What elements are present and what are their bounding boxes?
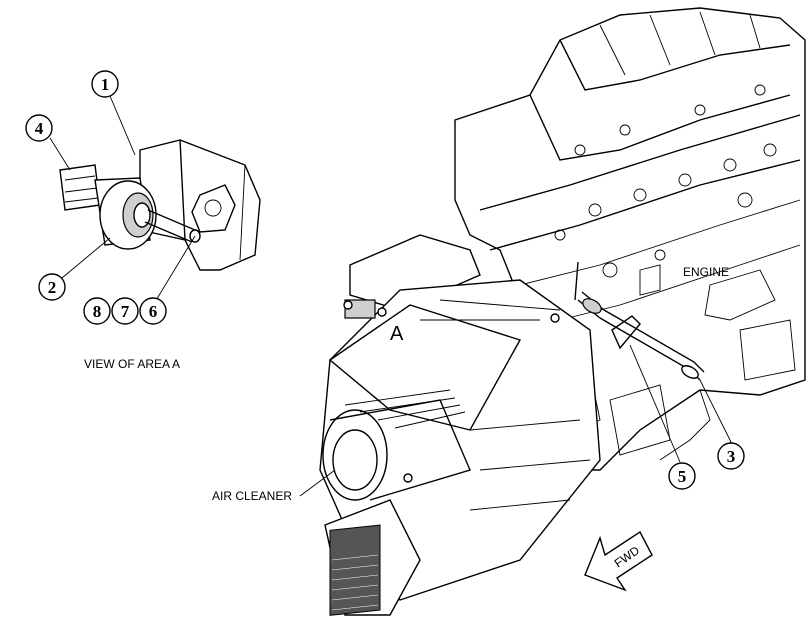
- callout-3: 3: [717, 442, 745, 470]
- svg-text:2: 2: [48, 278, 57, 297]
- sensor-and-clip: [574, 261, 705, 381]
- svg-text:3: 3: [727, 447, 736, 466]
- callout-7: 7: [111, 297, 139, 325]
- fwd-arrow: FWD: [584, 530, 653, 592]
- svg-text:8: 8: [93, 302, 102, 321]
- air-cleaner-label: AIR CLEANER: [212, 489, 292, 503]
- area-marker: A: [390, 323, 404, 345]
- svg-text:5: 5: [678, 467, 687, 486]
- callout-8: 8: [83, 297, 111, 325]
- callout-1: 1: [91, 70, 119, 98]
- callout-4: 4: [25, 114, 53, 142]
- callout-2: 2: [38, 273, 66, 301]
- callout-5: 5: [668, 462, 696, 490]
- svg-text:6: 6: [149, 302, 158, 321]
- callout-6: 6: [139, 297, 167, 325]
- svg-text:1: 1: [101, 75, 110, 94]
- svg-text:4: 4: [35, 119, 44, 138]
- svg-text:7: 7: [121, 302, 130, 321]
- engine-label: ENGINE: [683, 265, 729, 279]
- view-title: VIEW OF AREA A: [84, 357, 180, 371]
- detail-view-area-a: [59, 139, 261, 271]
- air-cleaner-assembly: [319, 234, 601, 616]
- leader-lines: [49, 95, 733, 497]
